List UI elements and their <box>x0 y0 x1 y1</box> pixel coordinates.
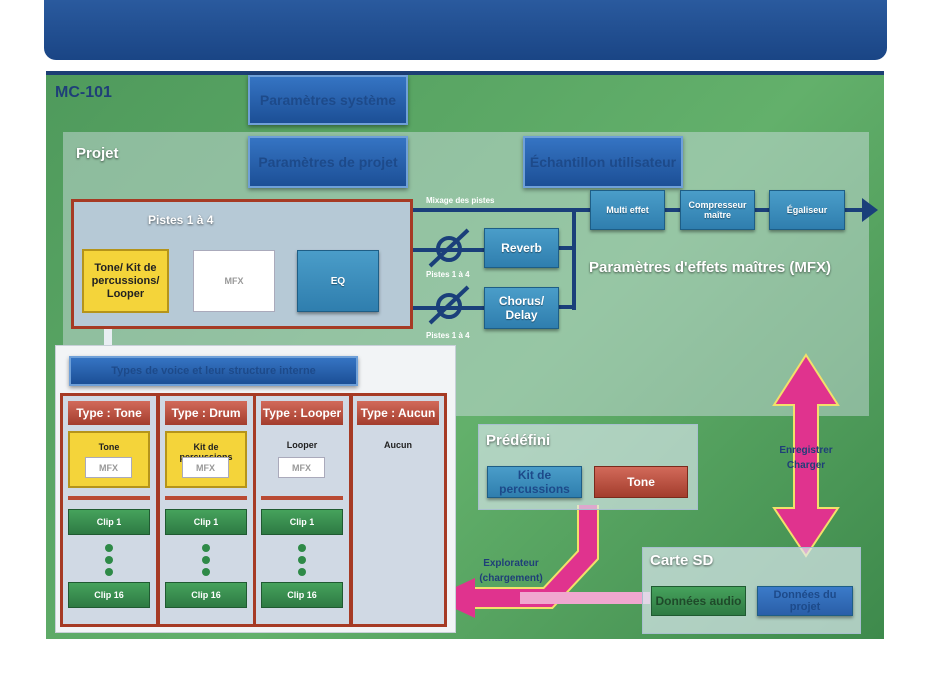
voice-column-none <box>350 393 447 627</box>
send-label-reverb: Pistes 1 à 4 <box>426 270 470 279</box>
ellipsis-dot <box>202 544 210 552</box>
send-label-chorus: Pistes 1 à 4 <box>426 331 470 340</box>
type-tone-header[interactable]: Type : Tone <box>68 401 150 425</box>
device-label: MC-101 <box>55 84 112 101</box>
voice-types-title: Types de voice et leur structure interne <box>69 356 358 386</box>
sd-card-label: Carte SD <box>650 552 714 569</box>
looper-clip-16[interactable]: Clip 16 <box>261 582 343 608</box>
system-settings-button[interactable]: Paramètres système <box>248 75 408 125</box>
drum-clip-16[interactable]: Clip 16 <box>165 582 247 608</box>
looper-block[interactable]: Looper <box>261 431 343 488</box>
none-label: Aucun <box>384 440 412 450</box>
ellipsis-dot <box>298 568 306 576</box>
ellipsis-dot <box>105 568 113 576</box>
save-load-label: Enregistrer Charger <box>779 445 833 471</box>
project-label: Projet <box>76 145 119 162</box>
tone-separator <box>68 496 150 500</box>
looper-mfx: MFX <box>278 457 325 478</box>
track-mfx-block[interactable]: MFX <box>193 250 275 312</box>
project-data-button[interactable]: Données du projet <box>757 586 853 616</box>
chorus-delay-button[interactable]: Chorus/ Delay <box>484 287 559 329</box>
tone-mfx: MFX <box>85 457 132 478</box>
tone-clip-1[interactable]: Clip 1 <box>68 509 150 535</box>
mfx-title: Paramètres d'effets maîtres (MFX) <box>589 259 831 276</box>
track-eq-block[interactable]: EQ <box>297 250 379 312</box>
reverb-button[interactable]: Reverb <box>484 228 559 268</box>
ellipsis-dot <box>298 556 306 564</box>
header-bar <box>44 0 887 60</box>
master-compressor-button[interactable]: Compresseur maître <box>680 190 755 230</box>
ellipsis-dot <box>105 544 113 552</box>
tone-clip-16[interactable]: Clip 16 <box>68 582 150 608</box>
multi-effect-button[interactable]: Multi effet <box>590 190 665 230</box>
drum-clip-1[interactable]: Clip 1 <box>165 509 247 535</box>
tone-label: Tone <box>98 442 120 452</box>
drum-mfx: MFX <box>182 457 229 478</box>
type-looper-header[interactable]: Type : Looper <box>261 401 343 425</box>
ellipsis-dot <box>202 556 210 564</box>
looper-separator <box>261 496 343 500</box>
preset-label: Prédéfini <box>486 432 551 449</box>
audio-data-button[interactable]: Données audio <box>651 586 746 616</box>
drum-separator <box>165 496 247 500</box>
looper-clip-1[interactable]: Clip 1 <box>261 509 343 535</box>
user-sample-button[interactable]: Échantillon utilisateur <box>523 136 683 188</box>
ellipsis-dot <box>298 544 306 552</box>
project-settings-button[interactable]: Paramètres de projet <box>248 136 408 188</box>
equalizer-button[interactable]: Égaliseur <box>769 190 845 230</box>
track-mixing-label: Mixage des pistes <box>426 196 495 205</box>
browser-label: Explorateur (chargement) <box>479 558 543 584</box>
preset-drum-kit-button[interactable]: Kit de percussions <box>487 466 582 498</box>
type-drum-header[interactable]: Type : Drum <box>165 401 247 425</box>
preset-tone-button[interactable]: Tone <box>594 466 688 498</box>
ellipsis-dot <box>202 568 210 576</box>
type-none-header[interactable]: Type : Aucun <box>357 401 439 425</box>
ellipsis-dot <box>105 556 113 564</box>
tracks-label: Pistes 1 à 4 <box>148 213 214 227</box>
looper-label: Looper <box>286 440 318 450</box>
source-block[interactable]: Tone/ Kit de percussions/ Looper <box>82 249 169 313</box>
